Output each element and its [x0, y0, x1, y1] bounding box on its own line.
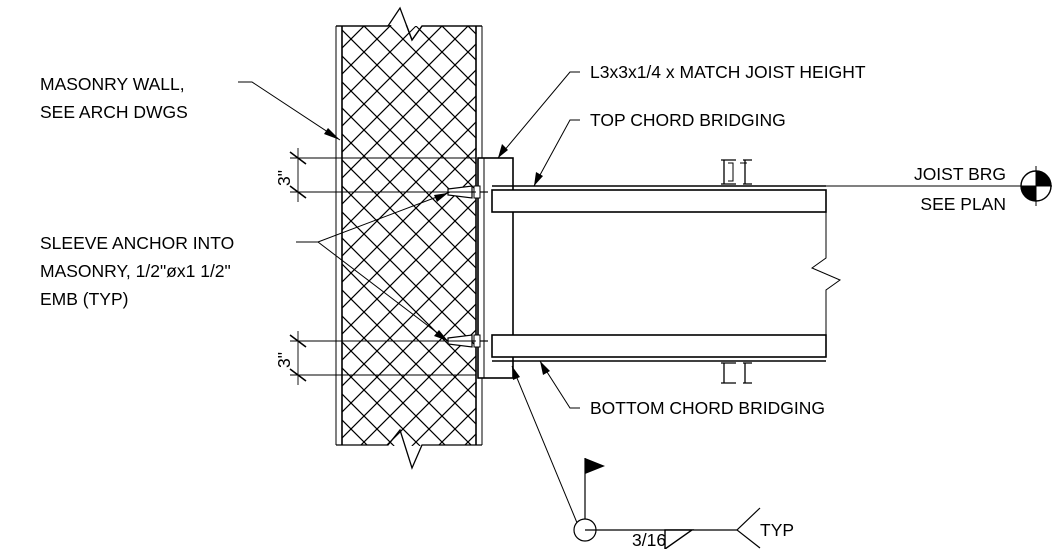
- joist-break-line: [810, 212, 842, 335]
- joist-brg-label: JOIST BRG: [914, 164, 1006, 184]
- weld-typ-label: TYP: [760, 520, 794, 540]
- leader-bottom-bridging: [539, 360, 580, 409]
- dimension-bottom: [289, 331, 476, 385]
- weld-size-label: 3/16: [632, 530, 666, 549]
- joist-bottom-chord: [491, 334, 827, 362]
- leader-masonry-wall: [238, 81, 341, 141]
- leader-sleeve-anchor: [296, 191, 451, 342]
- joist-top-chord: [491, 185, 827, 213]
- sleeve-anchor-label-3: EMB (TYP): [40, 289, 128, 309]
- bottom-bridging-label: BOTTOM CHORD BRIDGING: [590, 398, 825, 418]
- masonry-wall: [335, 0, 483, 549]
- top-chord-bridging: [721, 159, 752, 185]
- dimension-top-label: 3": [274, 170, 294, 186]
- top-bridging-label: TOP CHORD BRIDGING: [590, 110, 786, 130]
- sleeve-anchor-label-1: SLEEVE ANCHOR INTO: [40, 233, 234, 253]
- angle-label: L3x3x1/4 x MATCH JOIST HEIGHT: [590, 62, 866, 82]
- masonry-wall-label-1: MASONRY WALL,: [40, 74, 185, 94]
- joist-bearing-symbol: [826, 166, 1052, 206]
- leader-angle: [497, 71, 580, 159]
- dimension-top: [289, 148, 476, 202]
- see-plan-label: SEE PLAN: [920, 194, 1006, 214]
- leader-top-bridging: [533, 119, 580, 187]
- masonry-wall-label-2: SEE ARCH DWGS: [40, 102, 188, 122]
- weld-symbol: [511, 365, 761, 549]
- dimension-bottom-label: 3": [274, 352, 294, 368]
- bottom-chord-bridging: [721, 362, 752, 384]
- sleeve-anchor-label-2: MASONRY, 1/2"øx1 1/2": [40, 261, 231, 281]
